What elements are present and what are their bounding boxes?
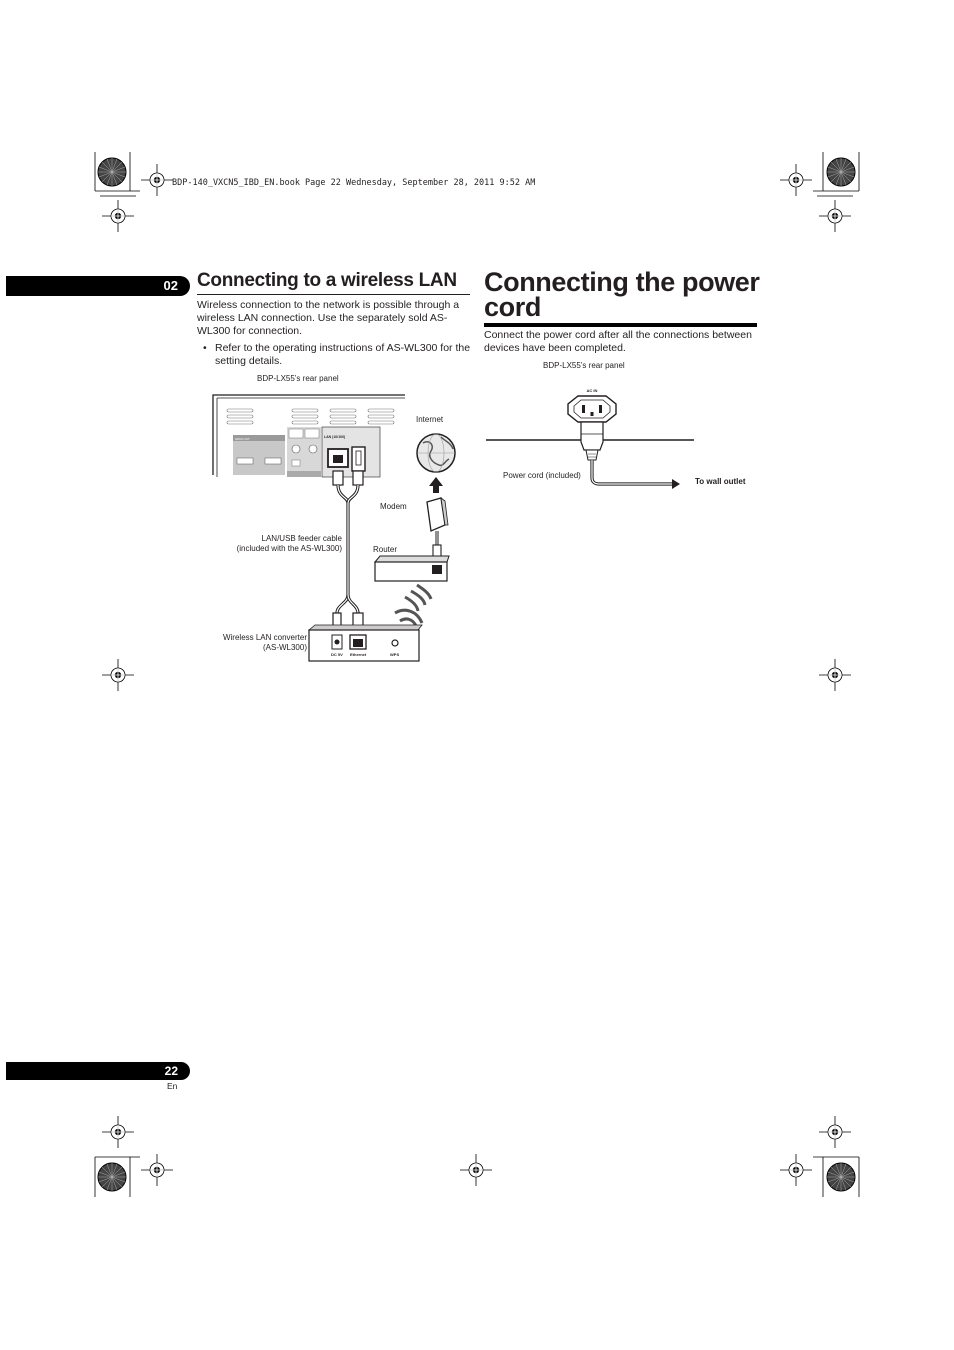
fig-label-modem: Modem [380,502,407,511]
fig-label-power-cord: Power cord (included) [503,471,581,480]
power-cord-line [590,460,672,486]
fig-label-wall-outlet: To wall outlet [695,477,746,486]
fig-label-feeder-1: LAN/USB feeder cable [261,534,343,543]
wireless-diagram: HDMI OUT LAN (10/100) [212,394,456,662]
power-paragraph: Connect the power cord after all the con… [484,329,752,354]
player-rear-panel: HDMI OUT LAN (10/100) [212,394,405,478]
power-diagram: AC IN [486,388,694,489]
section-title-wireless: Connecting to a wireless LAN [197,270,457,291]
power-plug [580,421,604,461]
arrow-right-icon [672,479,680,489]
fig-label-rear-panel: BDP-LX55’s rear panel [257,374,339,383]
wireless-converter: DC 5V Ethernet WPS [307,624,423,662]
bullet-mark: • [203,342,207,354]
panel-hdmi-label: HDMI OUT [235,437,250,441]
fig-label-feeder-2: (included with the AS-WL300) [236,544,342,553]
wireless-waves-icon [394,583,433,627]
wireless-bullet: Refer to the operating instructions of A… [215,342,471,367]
ac-inlet: AC IN [567,388,617,423]
print-header: BDP-140_VXCN5_IBD_EN.book Page 22 Wednes… [172,178,536,188]
arrow-up-icon [429,477,443,493]
fig-label-rear-panel-power: BDP-LX55’s rear panel [543,361,625,370]
fig-label-converter-1: Wireless LAN converter [222,633,307,642]
title-rule-power [484,323,757,327]
section-title-power-2: cord [484,292,541,322]
converter-port-wps: WPS [390,652,399,657]
section-title-power-1: Connecting the power [484,267,760,297]
globe-icon [416,433,456,473]
language-label: En [167,1081,178,1091]
page-number-tab: 22 [6,1062,190,1080]
fig-label-internet: Internet [416,415,444,424]
router-icon [373,555,450,582]
chapter-tab: 02 [6,276,190,296]
ac-in-label: AC IN [587,388,598,393]
panel-lan-label: LAN (10/100) [324,435,345,439]
title-rule-wireless [197,294,470,295]
fig-label-converter-2: (AS-WL300) [262,643,307,652]
feeder-cable [332,470,364,630]
modem-icon [426,497,449,532]
converter-port-ethernet: Ethernet [350,652,367,657]
converter-port-dc: DC 5V [331,652,343,657]
fig-label-router: Router [373,545,398,554]
wireless-paragraph: Wireless connection to the network is po… [197,299,460,337]
